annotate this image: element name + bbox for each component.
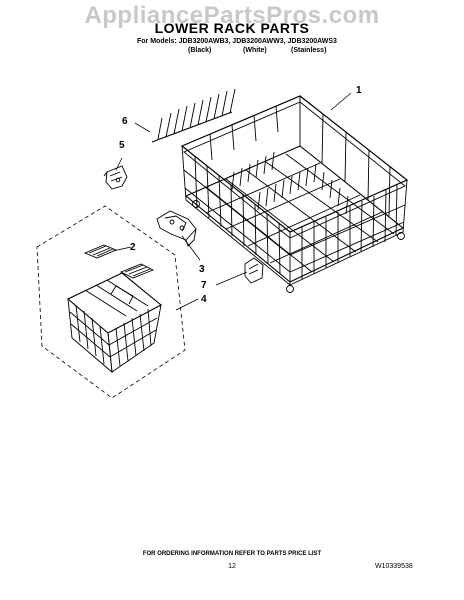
basket-group-outline — [36, 205, 186, 399]
callout-5: 5 — [119, 140, 125, 151]
leader-lines — [112, 92, 352, 311]
finish-white-label: (White) — [243, 47, 267, 54]
model-list: For Models: JDB3200AWB3, JDB3200AWW3, JD… — [137, 38, 337, 45]
rack-clip-part — [103, 165, 128, 190]
document-number: W10339538 — [375, 563, 413, 570]
page-number: 12 — [228, 563, 236, 570]
callout-1: 1 — [356, 85, 362, 96]
callout-3: 3 — [199, 264, 205, 275]
page-title: LOWER RACK PARTS — [154, 20, 310, 36]
finish-stainless-label: (Stainless) — [291, 47, 327, 54]
ordering-info-note: FOR ORDERING INFORMATION REFER TO PARTS … — [142, 551, 322, 557]
lower-dish-rack-part — [180, 95, 409, 293]
silverware-basket-part — [66, 272, 162, 374]
callout-6: 6 — [122, 116, 128, 127]
callout-7: 7 — [201, 280, 207, 291]
tine-row-part — [151, 88, 236, 143]
finish-black-label: (Black) — [188, 47, 212, 54]
hinge-bracket-part — [156, 210, 197, 247]
watermark: AppliancePartsPros.com — [84, 2, 380, 29]
callout-4: 4 — [201, 294, 207, 305]
silverware-basket-clip-part — [244, 257, 264, 284]
basket-lid-part — [83, 244, 155, 279]
callout-2: 2 — [130, 242, 136, 253]
